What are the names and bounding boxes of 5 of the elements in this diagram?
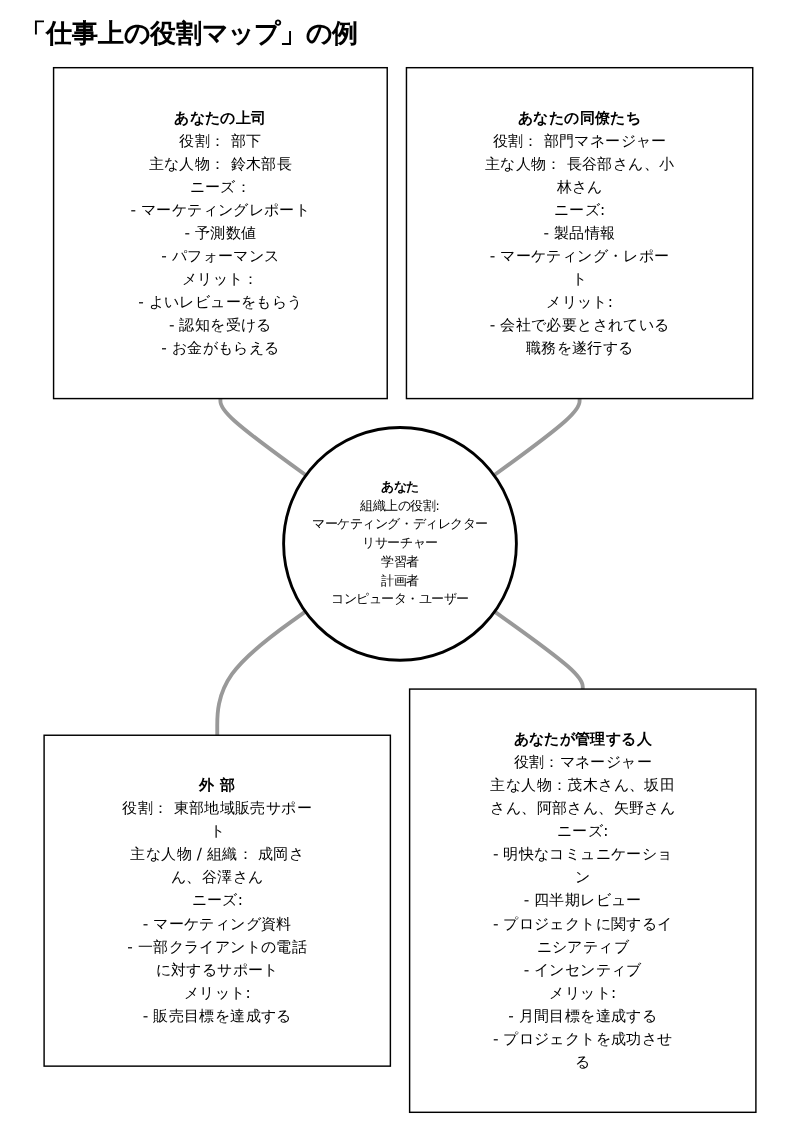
connector [215, 610, 307, 736]
diagram-title: 「仕事上の役割マップ」の例 [18, 17, 360, 54]
connector [218, 398, 308, 477]
connector [492, 398, 582, 477]
connector [493, 610, 585, 690]
